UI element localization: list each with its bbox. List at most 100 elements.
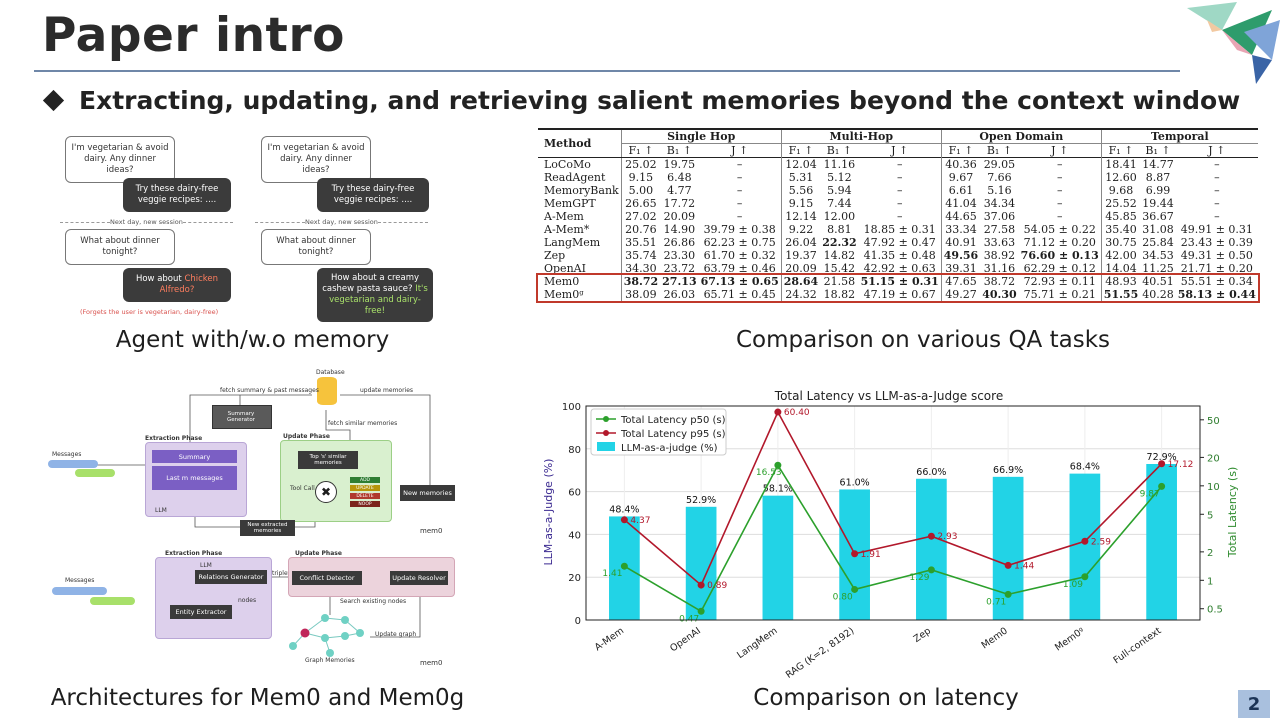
- point-data-label: 0.47: [679, 614, 699, 624]
- group-header: Temporal: [1100, 129, 1258, 144]
- value-cell: 12.04: [780, 157, 821, 171]
- left-agent-bubble-2: How about Chicken Alfredo?: [123, 268, 231, 302]
- y2-tick-label: 50: [1207, 416, 1220, 427]
- architecture-figure: Database fetch summary & past messages u…: [40, 365, 470, 675]
- value-cell: 6.61: [940, 184, 981, 197]
- method-cell: A-Mem: [544, 210, 584, 223]
- value-cell: 58.13 ± 0.44: [1177, 288, 1256, 301]
- chart-title: Total Latency vs LLM-as-a-Judge score: [774, 389, 1003, 403]
- point-data-label: 1.44: [1014, 561, 1034, 571]
- right-session-line-2: [378, 222, 428, 223]
- value-cell: 47.19 ± 0.67: [863, 288, 936, 301]
- value-cell: 37.06: [983, 210, 1016, 223]
- bar: [1146, 463, 1177, 620]
- caption-table: Comparison on various QA tasks: [735, 327, 1111, 353]
- value-cell: 62.23 ± 0.75: [703, 236, 776, 249]
- value-cell: 21.71 ± 0.20: [1180, 262, 1253, 275]
- x-tick-label: OpenAI: [668, 625, 703, 654]
- top-s-box: Top 's' similar memories: [298, 451, 358, 469]
- tool-call-icon: ✖: [315, 481, 337, 503]
- value-cell: 48.93: [1100, 275, 1141, 288]
- y2-tick-label: 1: [1207, 576, 1213, 587]
- bar-data-label: 52.9%: [686, 495, 716, 506]
- value-cell: 5.12: [827, 171, 852, 184]
- g-messages-bubble-icon: [52, 587, 107, 595]
- right-session-line: [255, 222, 305, 223]
- value-cell: 47.92 ± 0.47: [863, 236, 936, 249]
- update-resolver-box: Update Resolver: [390, 571, 448, 585]
- y2-axis-label: Total Latency (s): [1226, 467, 1239, 558]
- subheader-cell: F₁ ↑: [620, 143, 661, 158]
- value-cell: 27.13: [662, 275, 697, 288]
- diamond-bullet-icon: [42, 89, 65, 112]
- value-cell: 38.72: [983, 275, 1016, 288]
- point-data-label: 0.80: [833, 592, 853, 602]
- y2-tick-label: 0.5: [1207, 605, 1223, 616]
- last-m-box: Last m messages: [152, 466, 237, 490]
- legend-box: [590, 408, 727, 456]
- value-cell: 25.84: [1142, 236, 1174, 249]
- subheader-cell: F₁ ↑: [1100, 143, 1141, 158]
- messages-bubble-icon: [48, 460, 98, 468]
- value-cell: 72.93 ± 0.11: [1023, 275, 1096, 288]
- value-cell: –: [1214, 184, 1220, 197]
- value-cell: 38.92: [983, 249, 1016, 262]
- g-messages-label: Messages: [65, 577, 95, 584]
- point-data-label: 2.59: [1091, 537, 1111, 547]
- value-cell: 41.04: [940, 197, 981, 210]
- value-cell: 35.74: [620, 249, 661, 262]
- value-cell: 44.65: [940, 210, 981, 223]
- value-cell: 17.72: [663, 197, 696, 210]
- value-cell: 55.51 ± 0.34: [1180, 275, 1253, 288]
- subheader-cell: B₁ ↑: [986, 144, 1013, 157]
- mem0-logo: mem0: [420, 527, 443, 535]
- search-nodes-label: Search existing nodes: [340, 598, 407, 605]
- left-session-label: Next day, new session: [110, 218, 183, 226]
- left-user-2-text: What about dinner tonight?: [80, 236, 160, 257]
- legend-swatch: [603, 416, 609, 422]
- value-cell: 38.72: [620, 275, 661, 288]
- value-cell: 6.99: [1145, 184, 1171, 197]
- value-cell: 42.00: [1100, 249, 1141, 262]
- tool-call-label: Tool Call: [290, 485, 315, 492]
- bar-data-label: 58.1%: [763, 484, 793, 495]
- g-update-label: Update Phase: [295, 550, 342, 557]
- bar: [685, 506, 717, 620]
- op-delete: DELETE: [350, 493, 380, 499]
- left-agent-2-text: How about: [135, 274, 185, 284]
- page-title: Paper intro: [42, 8, 345, 63]
- value-cell: 18.41: [1100, 157, 1141, 171]
- x-tick-label: Full-context: [1112, 625, 1164, 666]
- value-cell: 31.16: [983, 262, 1016, 275]
- value-cell: 40.36: [940, 157, 981, 171]
- value-cell: 40.51: [1142, 275, 1174, 288]
- left-agent-2-highlight: Chicken Alfredo?: [159, 274, 219, 295]
- point-data-label: 4.37: [630, 516, 650, 526]
- value-cell: 49.91 ± 0.31: [1180, 223, 1253, 236]
- g-extraction-label: Extraction Phase: [165, 550, 223, 557]
- value-cell: 14.04: [1100, 262, 1141, 275]
- x-tick-label: Zep: [912, 625, 933, 645]
- value-cell: 18.82: [823, 288, 856, 301]
- caption-arch: Architectures for Mem0 and Mem0g: [50, 685, 465, 711]
- method-cell: OpenAI: [544, 262, 586, 275]
- value-cell: 76.60 ± 0.13: [1020, 249, 1099, 262]
- subheader-cell: B₁ ↑: [1145, 144, 1171, 157]
- series-point: [774, 461, 782, 469]
- subheader-cell: J ↑: [731, 144, 749, 157]
- value-cell: 20.09: [780, 262, 821, 275]
- value-cell: 9.15: [620, 171, 661, 184]
- point-data-label: 1.41: [602, 569, 622, 579]
- value-cell: 26.03: [663, 288, 696, 301]
- series-point: [1081, 573, 1089, 581]
- value-cell: 33.63: [983, 236, 1016, 249]
- value-cell: 27.58: [983, 223, 1016, 236]
- y2-tick-label: 2: [1207, 548, 1213, 559]
- value-cell: 26.04: [780, 236, 821, 249]
- legend-label: Total Latency p50 (s): [620, 415, 726, 426]
